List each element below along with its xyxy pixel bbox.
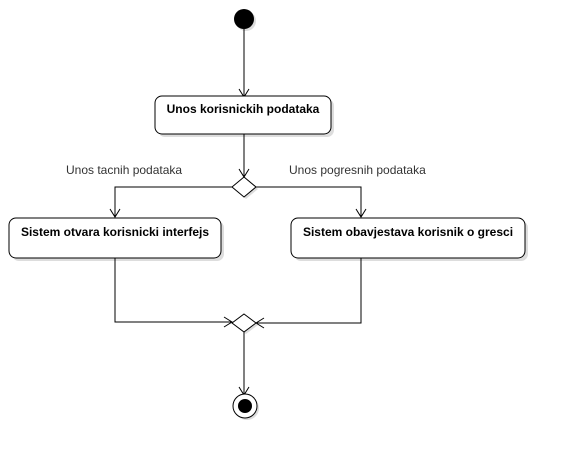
edge-success-to-merge[interactable]	[114, 258, 233, 328]
edge-invalid-data[interactable]: Unos pogresnih podataka	[256, 163, 426, 218]
action-error-label: Sistem obavjestava korisnik o gresci	[303, 225, 513, 239]
action-input-user-data[interactable]: Unos korisnickih podataka	[154, 95, 334, 137]
action-open-user-interface[interactable]: Sistem otvara korisnicki interfejs	[8, 217, 224, 261]
edge-input-to-decision[interactable]	[238, 134, 250, 178]
action-notify-error[interactable]: Sistem obavjestava korisnik o gresci	[290, 217, 528, 261]
initial-node[interactable]	[234, 9, 256, 31]
final-node[interactable]	[232, 393, 259, 420]
edge-valid-data[interactable]: Unos tacnih podataka	[66, 163, 232, 218]
edge-valid-data-label: Unos tacnih podataka	[66, 163, 182, 177]
edge-error-to-merge[interactable]	[255, 258, 362, 329]
action-input-label: Unos korisnickih podataka	[167, 102, 320, 116]
edge-merge-to-end[interactable]	[238, 332, 250, 396]
edge-start-to-input[interactable]	[238, 29, 250, 98]
decision-node[interactable]	[231, 176, 258, 199]
merge-node[interactable]	[231, 313, 258, 334]
action-success-label: Sistem otvara korisnicki interfejs	[21, 225, 209, 239]
edge-invalid-data-label: Unos pogresnih podataka	[289, 163, 426, 177]
